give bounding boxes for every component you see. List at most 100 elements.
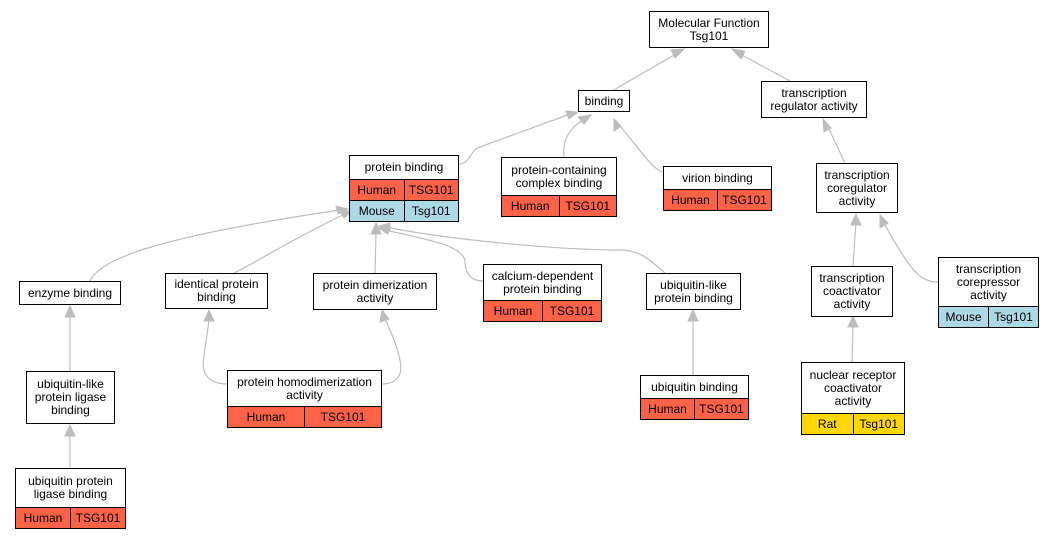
gene-cell: TSG101	[717, 190, 771, 210]
arrowhead-transcription-coactivator	[847, 314, 859, 328]
arrowhead-protein-binding-ubiquitin-like	[377, 222, 391, 232]
edge-transcription-coactivator-to-coregulator	[852, 221, 857, 267]
species-row-human: Human TSG101	[228, 406, 381, 427]
species-row-mouse: Mouse Tsg101	[939, 306, 1038, 327]
node-label: ubiquitin binding	[651, 379, 738, 394]
edge-ubiquitin-like-protein-to-protein-binding	[385, 226, 666, 274]
edge-nuclear-receptor-to-coactivator	[851, 324, 854, 363]
species-row-human: Human TSG101	[16, 507, 125, 528]
node-label: protein binding	[364, 160, 444, 174]
gene-cell: Tsg101	[988, 307, 1038, 327]
gene-cell: Tsg101	[403, 201, 458, 221]
edge-transcription-corepressor-to-coregulator	[884, 224, 939, 283]
species-cell: Human	[502, 196, 559, 216]
arrowhead-identical-protein	[203, 308, 215, 322]
arrowhead-molecular-function-left	[670, 48, 686, 59]
edge-enzyme-binding-to-protein-binding	[89, 209, 341, 282]
edge-transcription-coregulator-to-regulator	[827, 126, 846, 164]
arrowhead-binding-from-virion	[613, 117, 622, 132]
species-cell: Human	[664, 190, 717, 210]
species-cell: Human	[16, 508, 70, 528]
arrowhead-binding-from-protein-binding	[565, 110, 580, 120]
species-row-human: Human TSG101	[664, 189, 771, 210]
node-binding[interactable]: binding	[578, 90, 630, 112]
gene-cell: TSG101	[70, 508, 125, 528]
species-row-rat: Rat Tsg101	[802, 413, 904, 434]
edge-identical-protein-to-protein-binding	[233, 213, 346, 274]
edge-calcium-dependent-to-protein-binding	[384, 229, 484, 282]
gene-cell: TSG101	[542, 301, 601, 321]
species-cell: Human	[484, 301, 542, 321]
arrowhead-binding-from-complex	[577, 114, 593, 125]
gene-cell: TSG101	[558, 196, 616, 216]
edge-protein-homodimerization-to-protein-dimerization	[381, 318, 402, 385]
arrowhead-molecular-function-right	[730, 48, 746, 60]
species-cell: Human	[350, 180, 404, 200]
gene-cell: TSG101	[304, 407, 381, 427]
species-cell: Mouse	[939, 307, 988, 327]
arrowhead-ubiquitin-like-protein	[687, 308, 699, 322]
node-label: binding	[584, 93, 624, 108]
edge-binding-to-molecular-function	[611, 53, 677, 92]
edge-transcription-regulator-to-molecular-function	[739, 53, 791, 82]
gene-cell: TSG101	[694, 399, 748, 419]
arrowhead-transcription-coregulator-right	[879, 213, 889, 229]
edge-protein-homodimerization-to-identical-protein	[202, 318, 228, 385]
species-cell: Human	[641, 399, 694, 419]
node-protein-binding[interactable]: protein binding Human TSG101 Mouse Tsg10…	[349, 155, 459, 222]
species-cell: Mouse	[350, 201, 404, 221]
gene-cell: Tsg101	[852, 414, 904, 434]
node-label: virion binding	[682, 170, 753, 185]
arrowhead-ubiquitin-like-ligase	[64, 423, 76, 437]
arrowhead-transcription-coregulator-left	[850, 212, 862, 226]
edge-protein-dimerization-to-protein-binding	[374, 231, 377, 274]
arrowhead-enzyme-binding	[64, 304, 76, 318]
species-row-mouse: Mouse Tsg101	[350, 200, 458, 221]
edge-virion-binding-to-binding	[619, 125, 663, 173]
edge-protein-containing-complex-to-binding	[563, 119, 584, 158]
arrowhead-protein-dimerization	[379, 308, 390, 323]
species-row-human: Human TSG101	[484, 300, 601, 321]
species-cell: Human	[228, 407, 304, 427]
species-row-human: Human TSG101	[350, 179, 458, 200]
node-virion-binding[interactable]: virion binding Human TSG101	[663, 166, 772, 211]
edge-protein-binding-to-binding	[458, 113, 571, 165]
species-row-human: Human TSG101	[641, 398, 748, 419]
arrowhead-transcription-regulator	[822, 117, 832, 133]
node-enzyme-binding[interactable]: enzyme binding	[19, 281, 121, 305]
species-cell: Rat	[802, 414, 853, 434]
species-row-human: Human TSG101	[502, 195, 616, 216]
gene-cell: TSG101	[403, 180, 458, 200]
node-label: enzyme binding	[27, 285, 113, 300]
node-ubiquitin-binding[interactable]: ubiquitin binding Human TSG101	[640, 375, 749, 420]
